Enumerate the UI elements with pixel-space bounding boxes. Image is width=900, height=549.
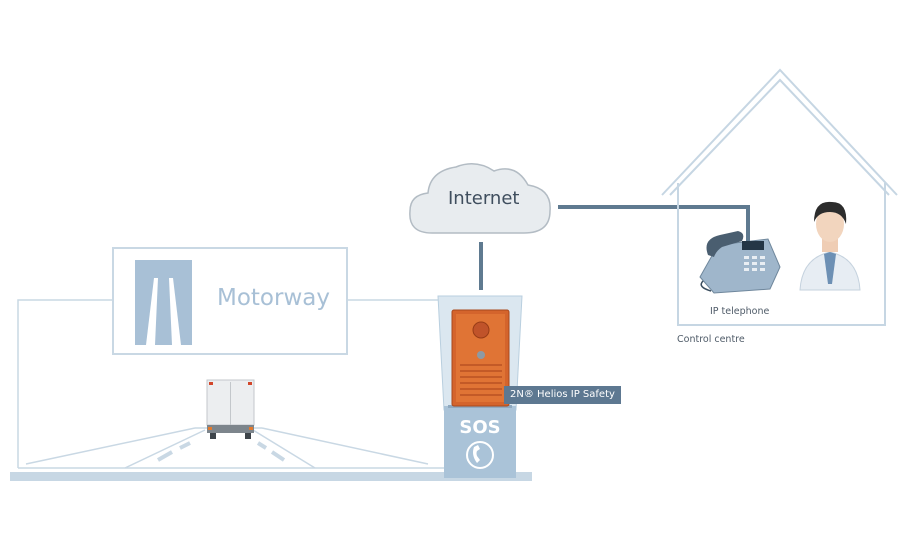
road-dashes: [157, 441, 286, 462]
sos-label: SOS: [459, 417, 501, 438]
handset-icon: [466, 441, 494, 469]
road-base: [10, 472, 532, 481]
person-icon: [799, 201, 861, 291]
motorway-label: Motorway: [217, 285, 330, 311]
device-panel: [451, 309, 510, 407]
internet-label: Internet: [448, 188, 520, 209]
device-name-label: 2N® Helios IP Safety: [504, 386, 621, 404]
ip-telephone-label: IP telephone: [710, 306, 770, 317]
motorway-sign: [112, 247, 348, 355]
telephone-icon: [699, 231, 781, 294]
cloud-icon: [409, 163, 551, 234]
control-centre-label: Control centre: [677, 334, 745, 345]
house-icon: [661, 68, 898, 326]
truck-icon: [206, 379, 255, 439]
motorway-sign-icon: [135, 260, 192, 345]
